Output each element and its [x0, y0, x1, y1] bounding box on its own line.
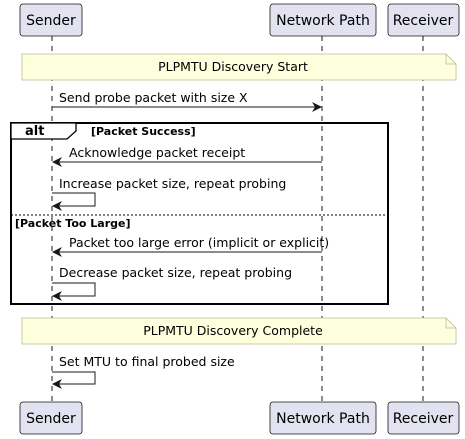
- participant-network-path-bottom: Network Path: [269, 401, 377, 435]
- note-discovery-start: PLPMTU Discovery Start: [21, 53, 457, 81]
- message-set-mtu-arrow: [52, 371, 96, 389]
- participant-network-path-top: Network Path: [269, 3, 377, 37]
- message-decrease: Decrease packet size, repeat probing: [52, 265, 292, 301]
- message-too-large: Packet too large error (implicit or expl…: [52, 235, 329, 257]
- alt-frame: alt [Packet Success] [Packet Too Large]: [10, 122, 389, 305]
- note-start-label: PLPMTU Discovery Start: [158, 59, 308, 74]
- note-end-label: PLPMTU Discovery Complete: [143, 323, 323, 338]
- participant-receiver-label: Receiver: [393, 13, 454, 29]
- message-ack-label: Acknowledge packet receipt: [69, 145, 245, 160]
- message-increase-arrow: [52, 192, 96, 211]
- note-discovery-complete: PLPMTU Discovery Complete: [21, 317, 457, 345]
- participant-receiver-bottom: Receiver: [387, 401, 460, 435]
- message-increase: Increase packet size, repeat probing: [52, 176, 286, 211]
- participant-sender-top: Sender: [19, 3, 83, 37]
- participant-sender-bottom: Sender: [19, 401, 83, 435]
- participant-receiver-top: Receiver: [387, 3, 460, 37]
- alt-guard-too-large: [Packet Too Large]: [15, 217, 131, 230]
- message-decrease-label: Decrease packet size, repeat probing: [59, 265, 292, 280]
- participant-network-path-label-bottom: Network Path: [276, 411, 370, 427]
- message-decrease-arrow: [52, 282, 96, 301]
- message-set-mtu: Set MTU to final probed size: [52, 354, 235, 389]
- alt-keyword: alt: [25, 124, 44, 139]
- message-probe-label: Send probe packet with size X: [59, 90, 248, 105]
- message-increase-label: Increase packet size, repeat probing: [59, 176, 286, 191]
- message-probe: Send probe packet with size X: [52, 90, 322, 112]
- participant-receiver-label-bottom: Receiver: [393, 411, 454, 427]
- participant-sender-label: Sender: [26, 13, 76, 29]
- participant-sender-label-bottom: Sender: [26, 411, 76, 427]
- message-too-large-label: Packet too large error (implicit or expl…: [69, 235, 329, 250]
- alt-guard-success: [Packet Success]: [91, 125, 196, 138]
- message-ack: Acknowledge packet receipt: [52, 145, 322, 167]
- message-set-mtu-label: Set MTU to final probed size: [59, 354, 235, 369]
- participant-network-path-label: Network Path: [276, 13, 370, 29]
